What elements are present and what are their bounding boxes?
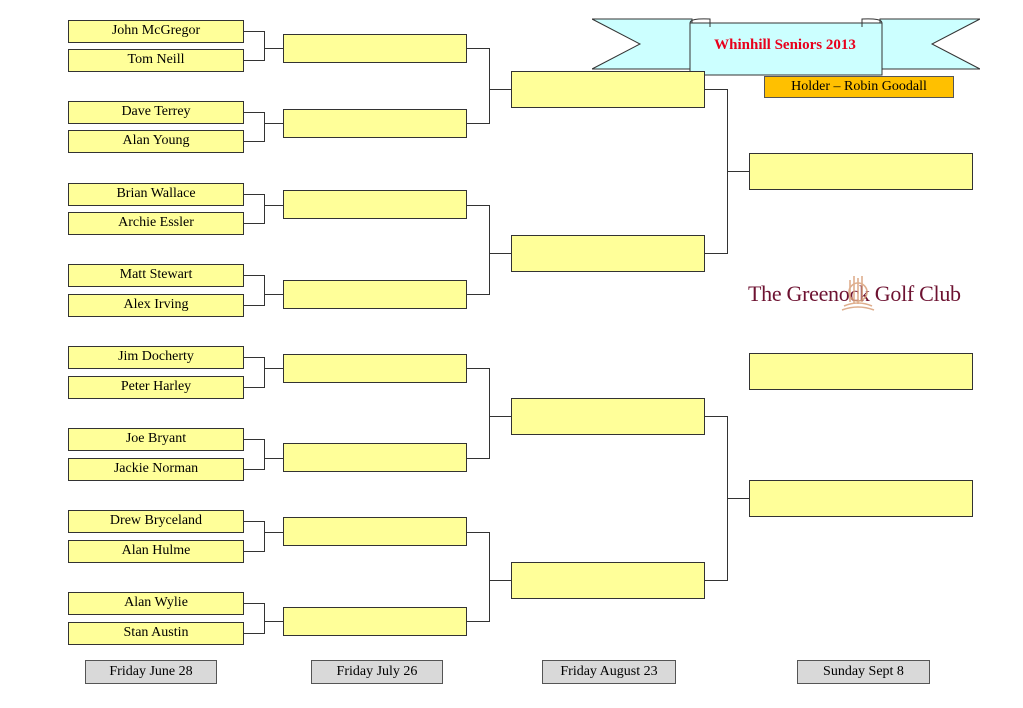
player-slot: John McGregor [68,20,244,43]
bracket-connector [489,532,490,622]
bracket-connector [244,439,264,440]
bracket-connector [705,253,727,254]
round2-slot [283,443,467,472]
bracket-connector [264,439,265,470]
player-slot: Alex Irving [68,294,244,317]
bracket-connector [467,368,489,369]
bracket-connector [264,275,265,306]
bracket-connector [244,60,264,61]
bracket-connector [264,621,284,622]
bracket-connector [467,205,489,206]
bracket-connector [244,275,264,276]
player-slot: Joe Bryant [68,428,244,451]
bracket-connector [264,521,265,552]
holder-label: Holder – Robin Goodall [764,76,954,98]
bracket-connector [264,458,284,459]
round3-date: Friday August 23 [542,660,676,684]
bracket-connector [727,498,749,499]
bracket-connector [264,48,284,49]
bracket-connector [489,48,490,124]
bracket-connector [244,551,264,552]
player-slot: Archie Essler [68,212,244,235]
bracket-connector [244,194,264,195]
bracket-connector [705,89,727,90]
round2-slot [283,354,467,383]
bracket-connector [467,621,489,622]
bracket-connector [264,194,265,224]
bracket-connector [489,416,511,417]
bracket-connector [244,387,264,388]
bracket-connector [244,603,264,604]
bracket-connector [244,469,264,470]
player-slot: Brian Wallace [68,183,244,206]
semi-final-slot [749,153,973,190]
round2-slot [283,109,467,138]
bracket-connector [489,580,511,581]
bracket-connector [705,416,727,417]
player-slot: Peter Harley [68,376,244,399]
round3-slot [511,235,705,272]
bracket-connector [467,294,489,295]
round2-date: Friday July 26 [311,660,443,684]
bracket-connector [467,48,489,49]
semi-final-slot [749,480,973,517]
round1-date: Friday June 28 [85,660,217,684]
round2-slot [283,517,467,546]
final-date: Sunday Sept 8 [797,660,930,684]
player-slot: Dave Terrey [68,101,244,124]
bracket-connector [264,294,284,295]
round2-slot [283,34,467,63]
bracket-connector [244,521,264,522]
bracket-connector [244,141,264,142]
bracket-connector [244,112,264,113]
bracket-connector [264,112,265,142]
player-slot: Jackie Norman [68,458,244,481]
player-slot: Stan Austin [68,622,244,645]
round3-slot [511,398,705,435]
bracket-connector [264,603,265,634]
bracket-connector [264,205,284,206]
bracket-connector [244,357,264,358]
bracket-connector [244,223,264,224]
round3-slot [511,71,705,108]
round2-slot [283,607,467,636]
round2-slot [283,280,467,309]
bracket-connector [264,368,284,369]
bracket-connector [244,305,264,306]
bracket-connector [489,89,511,90]
bracket-connector [264,123,284,124]
round2-slot [283,190,467,219]
player-slot: Matt Stewart [68,264,244,287]
bracket-connector [489,368,490,459]
bracket-connector [727,171,749,172]
bracket-connector [489,205,490,295]
player-slot: Jim Docherty [68,346,244,369]
bracket-connector [705,580,727,581]
player-slot: Tom Neill [68,49,244,72]
bracket-connector [244,633,264,634]
player-slot: Alan Hulme [68,540,244,563]
round3-slot [511,562,705,599]
player-slot: Alan Young [68,130,244,153]
title-banner [592,18,980,76]
player-slot: Alan Wylie [68,592,244,615]
champion-slot [749,353,973,390]
bracket-connector [467,532,489,533]
bracket-connector [467,458,489,459]
club-crest-icon [841,276,875,311]
tournament-title: Whinhill Seniors 2013 [714,37,856,53]
bracket-connector [264,31,265,61]
bracket-connector [489,253,511,254]
player-slot: Drew Bryceland [68,510,244,533]
bracket-connector [264,532,284,533]
bracket-connector [467,123,489,124]
bracket-connector [264,357,265,388]
bracket-connector [244,31,264,32]
